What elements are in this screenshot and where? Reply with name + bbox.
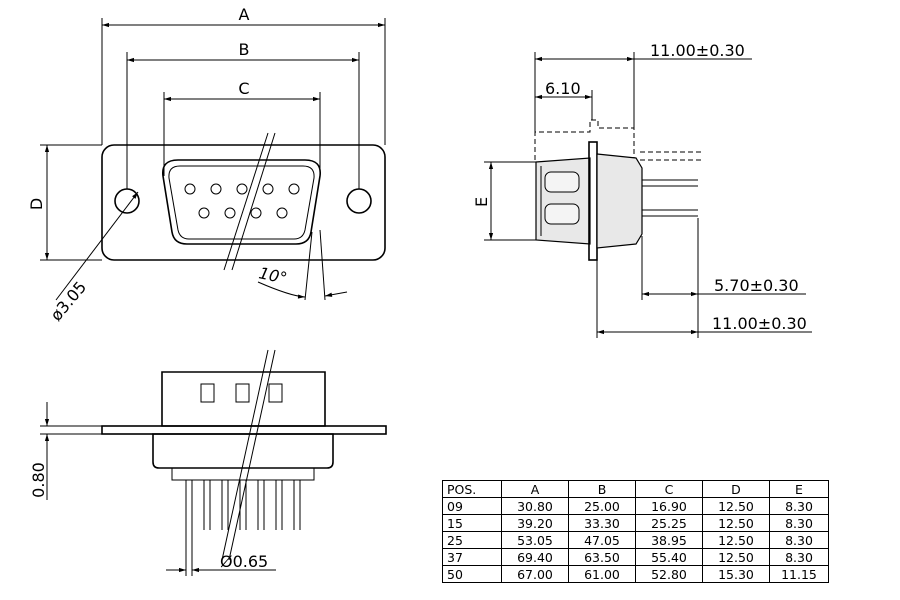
flange-thickness-label: 0.80 — [29, 462, 48, 498]
table-row: 15 39.20 33.30 25.25 12.50 8.30 — [442, 514, 829, 532]
side-rear-housing — [596, 153, 643, 249]
dim-pin-length: 5.70±0.30 — [641, 218, 806, 300]
side-pins — [642, 179, 698, 217]
pin-length-label: 5.70±0.30 — [714, 276, 799, 295]
table-cell: 55.40 — [635, 548, 703, 566]
table-header: A — [501, 480, 569, 498]
mounting-hole-right — [346, 188, 372, 214]
table-header: E — [769, 480, 829, 498]
break-line — [223, 132, 269, 271]
pin-dia-label: Ø0.65 — [220, 552, 268, 571]
front-shell-inner — [168, 165, 315, 240]
table-cell: 67.00 — [501, 565, 569, 583]
table-cell: 69.40 — [501, 548, 569, 566]
front-pin-holes — [184, 183, 300, 219]
table-cell: 15 — [442, 514, 502, 532]
bottom-pins — [185, 480, 301, 530]
table-cell: 11.15 — [769, 565, 829, 583]
table-header: B — [568, 480, 636, 498]
table-cell: 12.50 — [702, 514, 770, 532]
table-row: 37 69.40 63.50 55.40 12.50 8.30 — [442, 548, 829, 566]
front-view: A B C D ø3.05 — [27, 5, 386, 325]
dimension-table: POS. A B C D E 09 30.80 25.00 16.90 12.5… — [442, 480, 829, 583]
angle-dim: 10° — [257, 229, 348, 301]
dim-b: B — [126, 40, 360, 189]
table-cell: 16.90 — [635, 497, 703, 515]
table-row: 50 67.00 61.00 52.80 15.30 11.15 — [442, 565, 829, 583]
table-cell: 37 — [442, 548, 502, 566]
side-contacts — [540, 166, 580, 236]
overall-length-label: 11.00±0.30 — [650, 41, 745, 60]
dim-flange-offset: 6.10 — [534, 79, 593, 132]
dim-e: E — [472, 161, 536, 241]
table-header: D — [702, 480, 770, 498]
table-cell: 25 — [442, 531, 502, 549]
dim-d: D — [27, 144, 102, 261]
side-view: 11.00±0.30 6.10 E 5.70±0.30 — [472, 41, 812, 338]
front-flange — [101, 144, 386, 261]
side-mating-outline — [534, 119, 635, 160]
side-body — [535, 157, 591, 245]
table-cell: 25.00 — [568, 497, 636, 515]
table-cell: 8.30 — [769, 548, 829, 566]
front-pin-tabs — [198, 165, 296, 240]
dim-e-label: E — [472, 197, 491, 207]
bottom-flange — [101, 425, 387, 435]
table-cell: 15.30 — [702, 565, 770, 583]
mounting-hole-left — [114, 188, 140, 214]
dim-a-label: A — [239, 5, 250, 24]
bottom-shell-lower — [152, 433, 334, 469]
hole-dia-label: ø3.05 — [47, 278, 91, 325]
flange-offset-label: 6.10 — [545, 79, 581, 98]
table-cell: 30.80 — [501, 497, 569, 515]
table-cell: 39.20 — [501, 514, 569, 532]
dim-d-label: D — [27, 198, 46, 210]
table-cell: 8.30 — [769, 497, 829, 515]
table-cell: 12.50 — [702, 548, 770, 566]
dim-c-label: C — [238, 79, 249, 98]
table-row: 09 30.80 25.00 16.90 12.50 8.30 — [442, 497, 829, 515]
table-header: C — [635, 480, 703, 498]
table-cell: 12.50 — [702, 531, 770, 549]
table-cell: 38.95 — [635, 531, 703, 549]
table-cell: 8.30 — [769, 514, 829, 532]
table-cell: 09 — [442, 497, 502, 515]
bottom-shell-top — [161, 371, 326, 427]
dim-flange-thickness: 0.80 — [29, 402, 102, 500]
table-cell: 33.30 — [568, 514, 636, 532]
dim-pin-dia: Ø0.65 — [166, 530, 276, 576]
table-header-row: POS. A B C D E — [442, 480, 829, 498]
table-cell: 12.50 — [702, 497, 770, 515]
table-header: POS. — [442, 480, 502, 498]
pin-overall-label: 11.00±0.30 — [712, 314, 807, 333]
dim-a: A — [101, 5, 386, 145]
table-cell: 53.05 — [501, 531, 569, 549]
table-cell: 50 — [442, 565, 502, 583]
front-shell — [161, 159, 322, 245]
dim-c: C — [163, 79, 321, 176]
bottom-view: 0.80 Ø0.65 — [29, 349, 387, 576]
table-row: 25 53.05 47.05 38.95 12.50 8.30 — [442, 531, 829, 549]
table-cell: 25.25 — [635, 514, 703, 532]
dim-b-label: B — [239, 40, 250, 59]
table-cell: 61.00 — [568, 565, 636, 583]
table-cell: 52.80 — [635, 565, 703, 583]
table-cell: 63.50 — [568, 548, 636, 566]
bottom-windows — [200, 383, 283, 403]
dim-pin-overall: 11.00±0.30 — [596, 260, 812, 338]
table-cell: 47.05 — [568, 531, 636, 549]
table-cell: 8.30 — [769, 531, 829, 549]
